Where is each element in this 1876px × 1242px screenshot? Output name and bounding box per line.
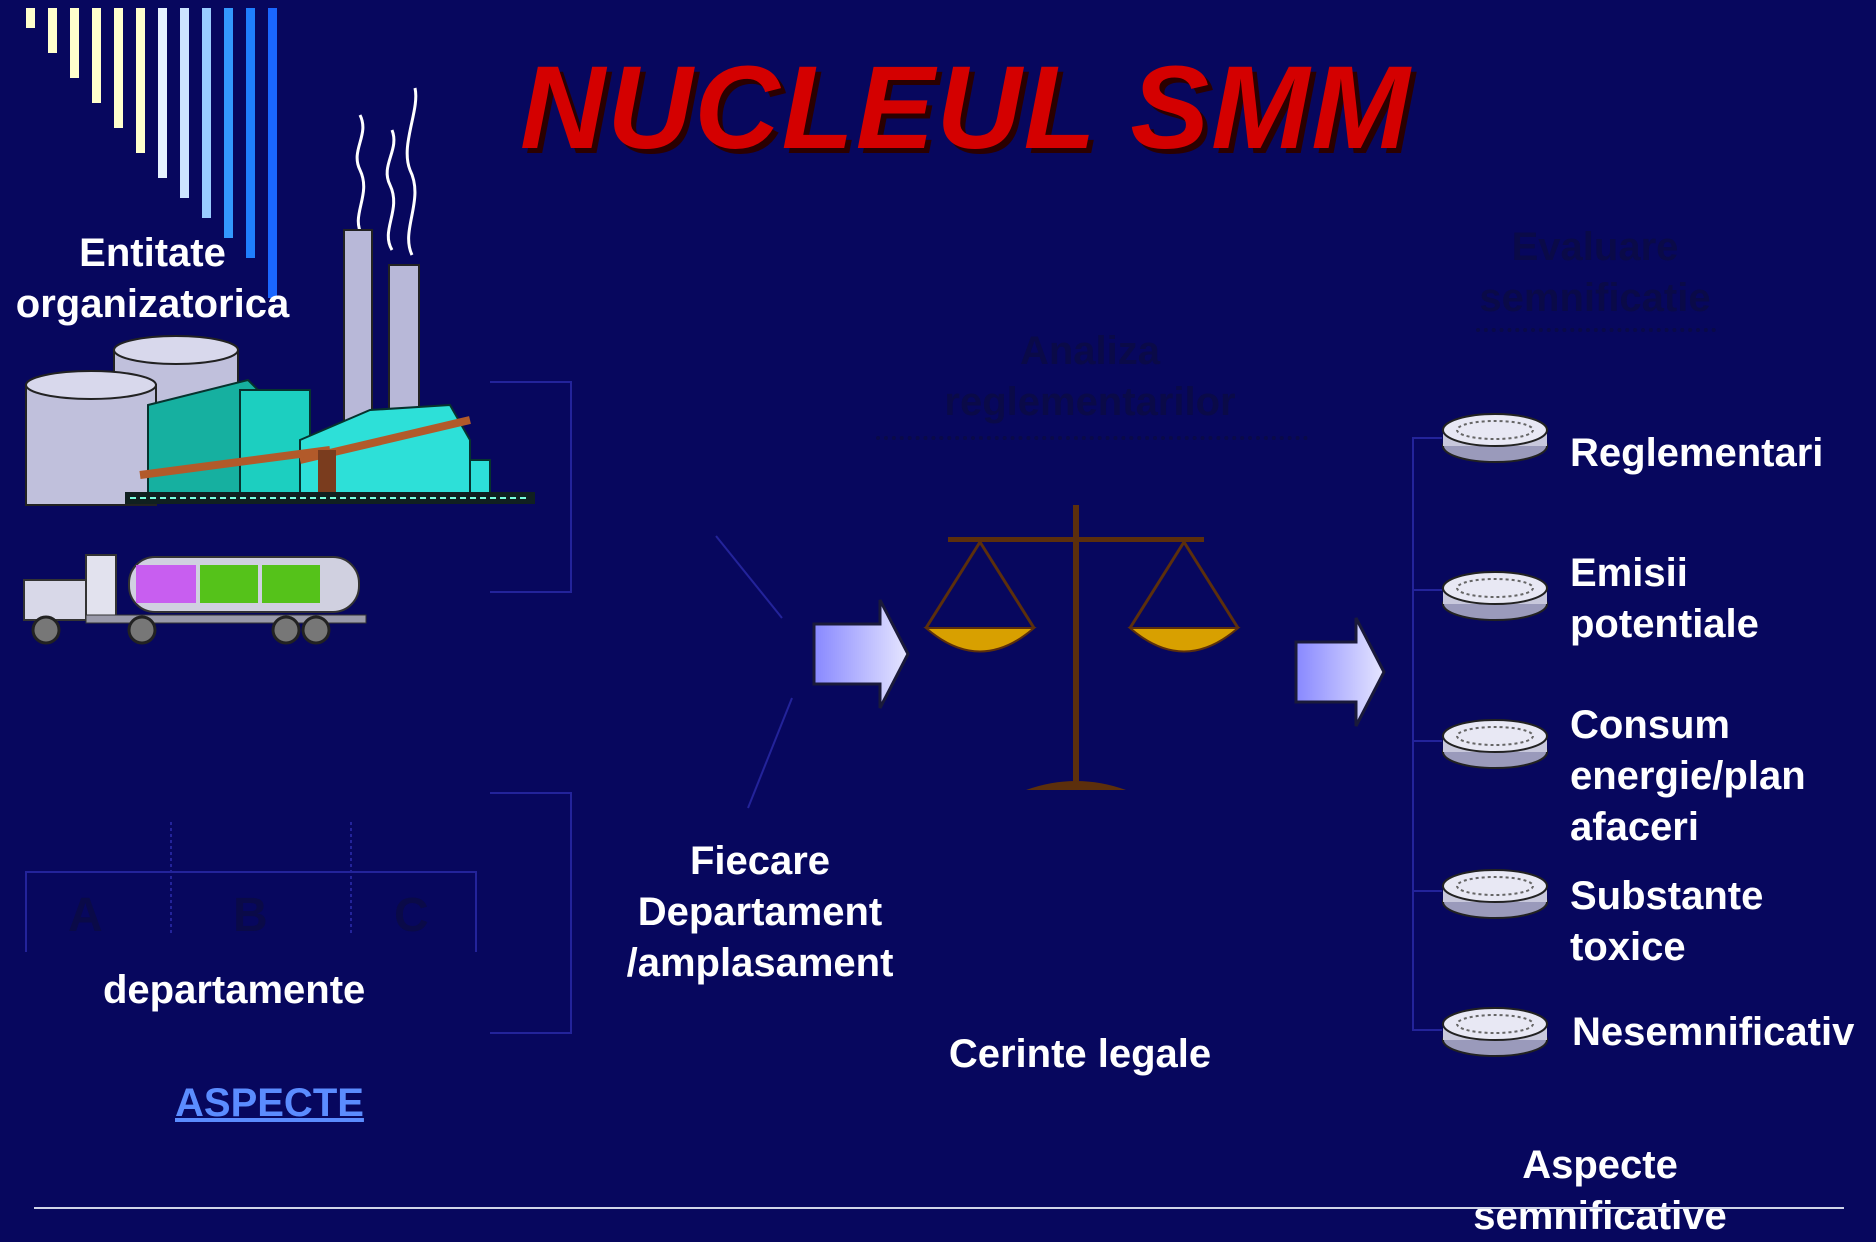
criteria-branch-5 [1412, 1029, 1442, 1031]
evaluation-underline [1476, 328, 1716, 332]
footer-rule [34, 1207, 1844, 1209]
analysis-line2: reglementarilor [944, 380, 1236, 424]
criteria-2-line2: potentiale [1570, 602, 1759, 646]
criteria-item-5: Nesemnificativ [1572, 1007, 1872, 1058]
department-b: B [233, 889, 268, 942]
factory-icon [25, 87, 535, 506]
significant-line1: Aspecte [1522, 1143, 1678, 1187]
entity-label-line1: Entitate [79, 231, 226, 275]
departments-box [25, 822, 477, 952]
criteria-3-line2: energie/plan [1570, 754, 1806, 798]
criteria-branch-3 [1412, 740, 1442, 742]
criteria-branch-4 [1412, 890, 1442, 892]
evaluation-line1: Evaluare [1511, 225, 1679, 269]
department-a: A [68, 889, 103, 942]
analysis-label: Analiza reglementarilor [900, 326, 1280, 428]
connector-lines [715, 535, 793, 809]
each-department-line2: Departament [637, 890, 883, 934]
entity-label: Entitate organizatorica [0, 228, 305, 330]
evaluation-line2: semnificatie [1479, 276, 1711, 320]
criteria-4-line2: toxice [1570, 925, 1686, 969]
each-department-label: Fiecare Departament /amplasament [600, 836, 920, 989]
departments-bracket [490, 792, 572, 1034]
disk-icon-5 [1442, 1007, 1548, 1057]
each-department-line1: Fiecare [689, 839, 831, 883]
criteria-item-3: Consum energie/plan afaceri [1570, 700, 1806, 853]
arrow-right-icon [812, 599, 910, 709]
criteria-item-2: Emisii potentiale [1570, 548, 1759, 650]
department-c: C [394, 889, 429, 942]
stripe-decoration-icon [26, 8, 277, 298]
criteria-item-4: Substante toxice [1570, 871, 1763, 973]
criteria-tree-line [1412, 437, 1414, 1029]
criteria-3-line1: Consum [1570, 703, 1730, 747]
departments-label: departamente [103, 968, 366, 1012]
criteria-item-1: Reglementari [1570, 428, 1823, 479]
criteria-branch-2 [1412, 589, 1442, 591]
significant-aspects-label: Aspecte semnificative [1430, 1140, 1770, 1242]
entity-bracket [490, 381, 572, 593]
significant-line2: semnificative [1473, 1194, 1727, 1238]
evaluation-label: Evaluare semnificatie [1420, 222, 1770, 324]
analysis-line1: Analiza [1019, 329, 1161, 373]
entity-label-line2: organizatorica [15, 282, 290, 326]
criteria-3-line3: afaceri [1570, 805, 1699, 849]
arrow-right-icon-2 [1294, 617, 1386, 727]
disk-icon-2 [1442, 571, 1548, 621]
criteria-5-line1: Nesemnificativ [1572, 1010, 1855, 1054]
disk-icon [1442, 413, 1548, 463]
criteria-4-line1: Substante [1570, 874, 1764, 918]
disk-icon-4 [1442, 869, 1548, 919]
criteria-branch-1 [1412, 437, 1442, 439]
each-department-line3: /amplasament [626, 941, 894, 985]
criteria-2-line1: Emisii [1570, 551, 1688, 595]
legal-requirements-label: Cerinte legale [948, 1032, 1212, 1076]
slide-title: NUCLEUL SMM [520, 42, 1412, 174]
criteria-1-line1: Reglementari [1570, 431, 1824, 475]
tanker-truck-icon [23, 554, 367, 645]
aspects-link[interactable]: ASPECTE [175, 1081, 364, 1125]
analysis-underline [876, 436, 1308, 440]
balance-scale-icon [923, 505, 1241, 790]
disk-icon-3 [1442, 719, 1548, 769]
